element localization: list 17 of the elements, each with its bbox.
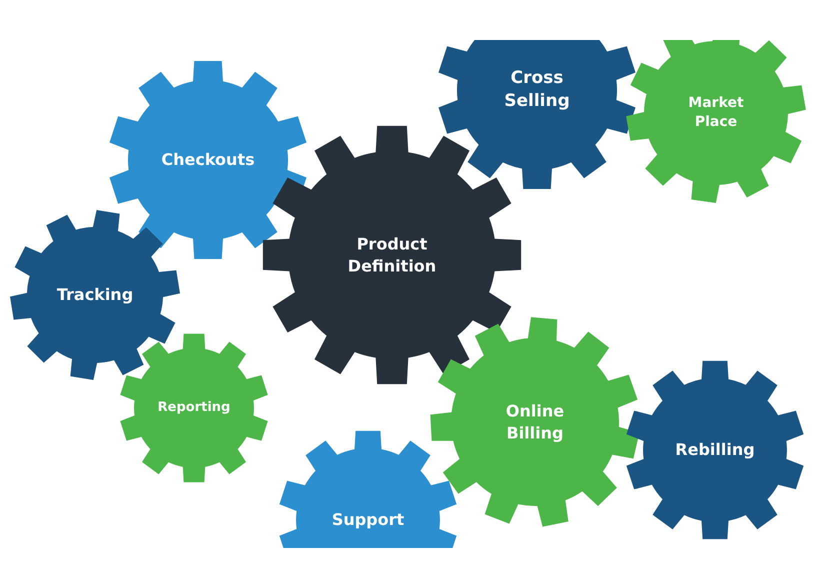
gear-shape [625, 360, 805, 540]
gear-label: Checkouts [160, 149, 256, 171]
gear-label: Market Place [687, 94, 745, 132]
gear-label: Rebilling [674, 439, 756, 461]
gear-label: Tracking [56, 284, 134, 306]
gear-label: Product Definition [346, 233, 438, 277]
gear-shape [430, 317, 640, 527]
gear-shape [262, 125, 522, 385]
gear-label: Support [330, 509, 406, 531]
gear-shape [10, 210, 180, 380]
gear-label: Cross Selling [503, 67, 571, 113]
gear-shape [108, 60, 308, 260]
gear-label: Online Billing [504, 400, 566, 444]
gear-label: Reporting [156, 399, 232, 417]
gear-shape [437, 40, 637, 190]
gear-shape [119, 333, 269, 483]
gear-shape [626, 40, 806, 203]
